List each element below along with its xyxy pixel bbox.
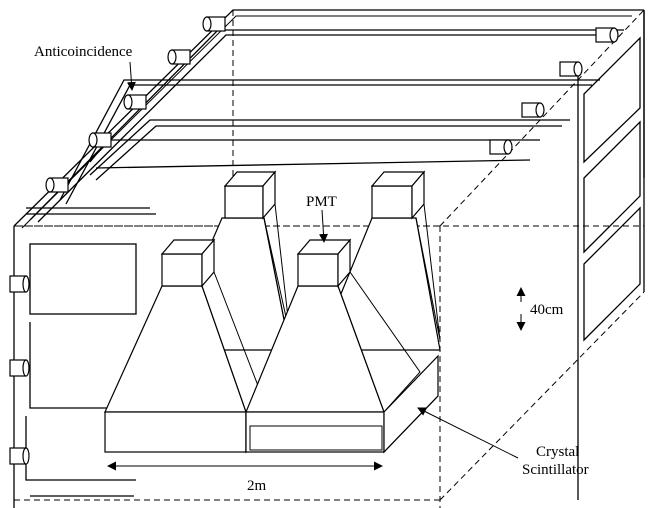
slab-end-cylinder (559, 61, 583, 77)
side-panel-cylinder (9, 447, 30, 465)
slab-end-cylinder (123, 94, 147, 110)
width-label: 2m (247, 478, 267, 494)
slab-end-cylinder (88, 132, 112, 148)
crystal-arrow (417, 407, 519, 459)
slab-end-cylinder (489, 139, 513, 155)
top-anticoincidence-slabs (26, 16, 624, 223)
side-panel-cylinder (9, 275, 30, 293)
right-side-panels (583, 36, 641, 342)
pmt-arrow (319, 209, 328, 243)
slab-end-cylinder (202, 16, 226, 32)
anticoincidence-arrow (126, 61, 136, 91)
side-panel-cylinder (9, 359, 30, 377)
front-left-module (104, 238, 263, 454)
height-label: 40cm (530, 302, 564, 318)
slab-end-cylinder (595, 27, 619, 43)
slab-end-cylinder (167, 49, 191, 65)
anticoincidence-label: Anticoincidence (34, 44, 133, 60)
slab-end-cylinder (45, 177, 69, 193)
pmt-label: PMT (306, 194, 337, 210)
front-right-module (245, 238, 439, 454)
left-side-panels (9, 243, 137, 497)
scintillator-label: Scintillator (522, 462, 589, 478)
crystal-label: Crystal (536, 444, 579, 460)
slab-end-cylinder (521, 102, 545, 118)
